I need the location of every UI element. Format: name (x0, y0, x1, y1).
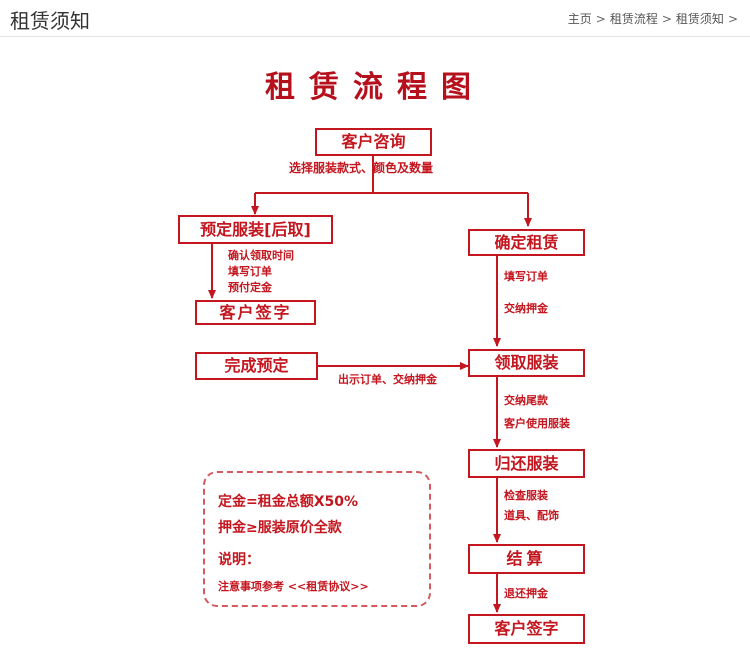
note-pickup-2: 客户使用服装 (504, 417, 570, 430)
step-customer-sign-left: 客户签字 (195, 300, 316, 325)
breadcrumb-separator: > (595, 12, 606, 26)
note-complete: 出示订单、交纳押金 (338, 373, 437, 386)
note-confirm-2: 交纳押金 (504, 302, 548, 315)
note-reserve-3: 预付定金 (228, 281, 272, 294)
step-return-clothing: 归还服装 (468, 449, 585, 478)
terms-reference: 注意事项参考 <<租赁协议>> (218, 580, 369, 593)
note-consult: 选择服装款式、颜色及数量 (289, 161, 434, 175)
breadcrumb-separator: > (661, 12, 672, 26)
note-confirm-1: 填写订单 (504, 270, 548, 283)
breadcrumb-rental-notice-link[interactable]: 租赁须知 (675, 12, 724, 26)
note-reserve-1: 确认领取时间 (228, 249, 294, 262)
note-reserve-2: 填写订单 (228, 265, 272, 278)
step-complete-reservation: 完成预定 (195, 352, 318, 380)
terms-deposit: 定金=租金总额X50% (218, 494, 359, 510)
breadcrumb-rental-process-link[interactable]: 租赁流程 (609, 12, 658, 26)
note-return-2: 道具、配饰 (504, 509, 559, 522)
step-confirm-rental: 确定租赁 (468, 229, 585, 256)
terms-explain-label: 说明： (218, 552, 260, 568)
terms-security-deposit: 押金≥服装原价全款 (218, 520, 342, 536)
step-settlement: 结算 (468, 544, 585, 574)
breadcrumb-home-link[interactable]: 主页 (567, 12, 592, 26)
terms-box (203, 471, 431, 607)
step-pickup-clothing: 领取服装 (468, 349, 585, 377)
note-settle-1: 退还押金 (504, 587, 548, 600)
note-return-1: 检查服装 (504, 489, 548, 502)
step-customer-consult: 客户咨询 (315, 128, 432, 156)
page-header: 租赁须知 主页>租赁流程>租赁须知> (0, 0, 750, 37)
breadcrumb-separator: > (727, 12, 738, 26)
page-title: 租赁须知 (10, 9, 90, 33)
breadcrumb: 主页>租赁流程>租赁须知> (568, 10, 742, 27)
note-pickup-1: 交纳尾款 (504, 394, 548, 407)
step-customer-sign-right: 客户签字 (468, 614, 585, 644)
flowchart-title: 租赁流程图 (265, 70, 485, 105)
step-reserve-clothing: 预定服装[后取] (178, 215, 333, 244)
